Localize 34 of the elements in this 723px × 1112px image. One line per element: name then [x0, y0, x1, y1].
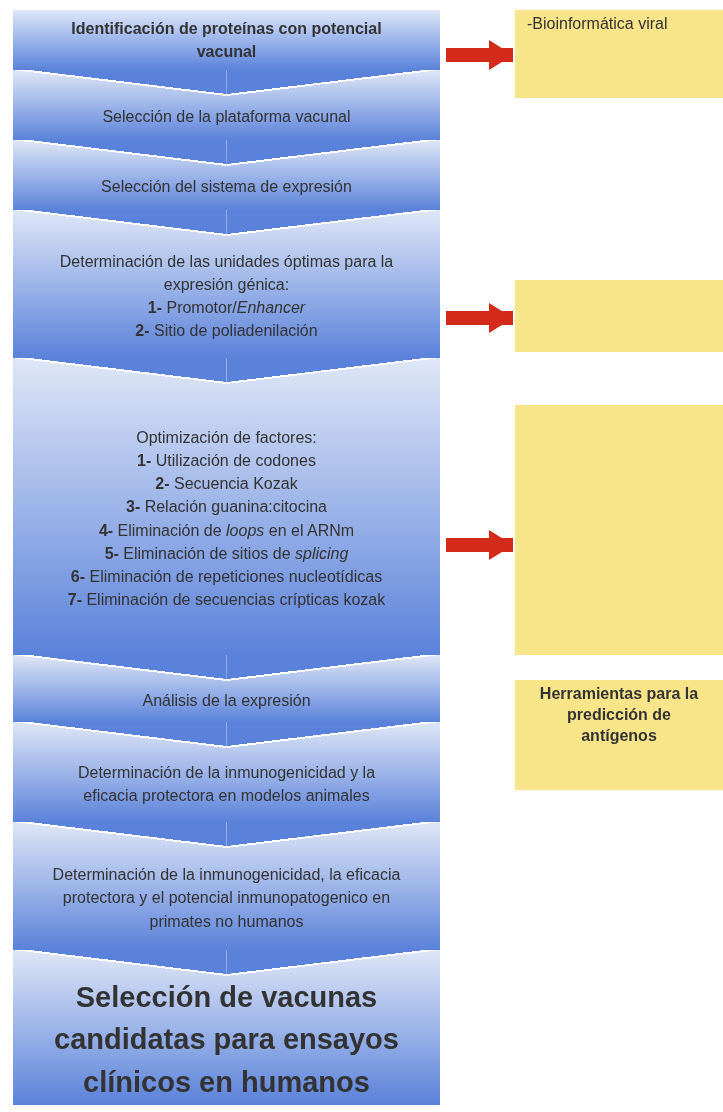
- step-text: 6- Eliminación de repeticiones nucleotídicas: [70, 566, 383, 587]
- arrow: [446, 40, 513, 70]
- step-text: Determinación de las unidades óptimas para la expresión génica:: [58, 251, 395, 295]
- tool-text: -Bioinformática viral: [527, 14, 669, 34]
- step-text: 4- Eliminación de loops en el ARNm: [98, 520, 355, 541]
- chevron-step: [13, 70, 440, 140]
- step-text: 2- Sitio de poliadenilación: [135, 321, 318, 342]
- step-text: Optimización de factores:: [136, 427, 317, 448]
- chevron-step: [13, 655, 440, 722]
- tool-box: [515, 405, 723, 655]
- arrow: [446, 303, 513, 333]
- chevron-step: [13, 722, 440, 822]
- step-text: Determinación de la inmunogenicidad y la eficacia protectora en modelos animales: [76, 762, 377, 806]
- step-text: Determinación de la inmunogenicidad, la eficacia protectora y el potencial inmunopatogenico en primates no humanos: [51, 865, 402, 932]
- step-text: Selección de la plataforma vacunal: [102, 107, 351, 128]
- chevron-step: [13, 950, 440, 1105]
- chevron-step: [13, 10, 440, 70]
- tool-box: [515, 680, 723, 790]
- step-text: 7- Eliminación de secuencias crípticas kozak: [67, 590, 386, 611]
- step-text: Selección de vacunas candidatas para ensayos clínicos en humanos: [53, 980, 400, 1100]
- chevron-step: [13, 210, 440, 358]
- step-text: 1- Utilización de codones: [137, 450, 316, 471]
- tool-box: [515, 10, 723, 98]
- step-text: Selección del sistema de expresión: [101, 177, 352, 198]
- step-text: 5- Eliminación de sitios de splicing: [104, 543, 349, 564]
- step-text: Análisis de la expresión: [142, 690, 311, 711]
- arrow: [446, 530, 513, 560]
- step-text: 3- Relación guanina:citocina: [126, 497, 327, 518]
- tool-text: Herramientas para la predicción de antígenos: [538, 684, 700, 746]
- tool-box: [515, 280, 723, 352]
- step-text: 2- Secuencia Kozak: [155, 474, 298, 495]
- step-text: Identificación de proteínas con potencial vacunal: [70, 18, 383, 62]
- step-text: 1- Promotor/Enhancer: [147, 298, 306, 318]
- chevron-step: [13, 140, 440, 210]
